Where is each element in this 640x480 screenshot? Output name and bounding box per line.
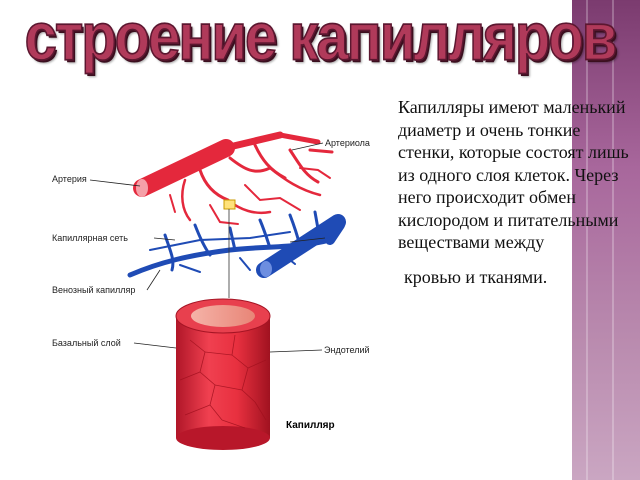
vein-opening <box>260 261 272 277</box>
artery-tube <box>133 139 235 197</box>
label-artery: Артерия <box>52 174 87 184</box>
slide-title: строение капилляров <box>24 0 618 75</box>
artery-opening <box>136 179 148 197</box>
description-paragraph: Капилляры имеют маленький диаметр и очен… <box>398 97 629 252</box>
description-paragraph-end: кровью и тканями. <box>404 266 548 287</box>
sidebar-stripe <box>586 0 588 480</box>
description-text: Капилляры имеют маленький диаметр и очен… <box>398 96 630 288</box>
capillary-cylinder <box>175 298 271 450</box>
decorative-sidebar <box>572 0 640 480</box>
label-venous-capillary: Венозный капилляр <box>52 285 136 295</box>
label-capillary: Капилляр <box>286 420 335 431</box>
zoom-marker <box>223 199 236 210</box>
label-basal-layer: Базальный слой <box>52 338 121 348</box>
label-endothelium: Эндотелий <box>324 345 370 355</box>
vein-tube <box>256 214 346 278</box>
label-leaders <box>89 142 326 353</box>
label-capillary-network: Капиллярная сеть <box>52 233 128 243</box>
label-arteriole: Артериола <box>325 138 370 148</box>
sidebar-stripe <box>612 0 614 480</box>
